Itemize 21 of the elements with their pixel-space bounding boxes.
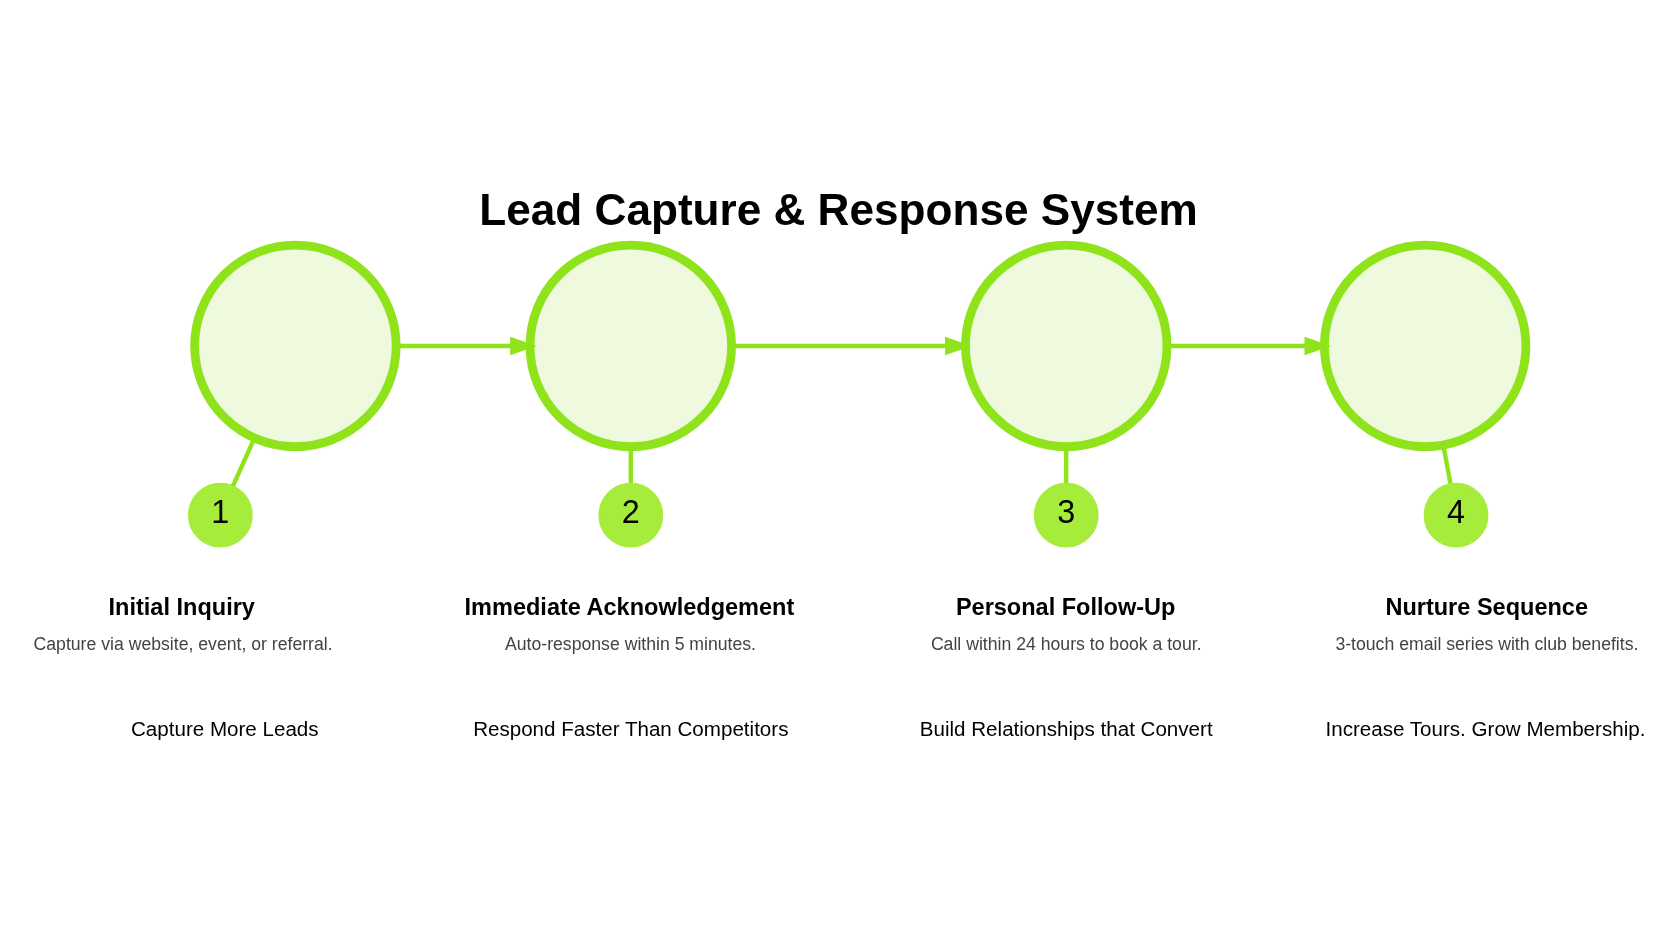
node-label: 3-touch email series with club benefits. — [1335, 633, 1639, 654]
node-circle: 1 — [188, 482, 253, 547]
node-label: Call within 24 hours to book a tour. — [930, 633, 1202, 654]
label: Respond Faster Than Competitors — [473, 716, 789, 740]
node-circle — [1319, 240, 1531, 451]
node-circle — [190, 240, 401, 451]
node-circle — [525, 240, 736, 451]
label: Build Relationships that Convert — [919, 716, 1213, 740]
node-label: Initial Inquiry — [108, 593, 255, 620]
node-label: Auto-response within 5 minutes. — [505, 633, 757, 654]
label: Capture More Leads — [130, 716, 319, 740]
node-label: Immediate Acknowledgement — [464, 593, 795, 620]
diagram-title: Lead Capture & Response System — [479, 184, 1198, 234]
node-circle: 2 — [598, 482, 664, 547]
node-label: Nurture Sequence — [1385, 593, 1588, 620]
node-circle: 4 — [1423, 482, 1489, 547]
node-circle — [961, 240, 1172, 451]
label: Increase Tours. Grow Membership. — [1325, 716, 1646, 740]
node-label: Personal Follow-Up — [955, 593, 1176, 620]
node-circle: 3 — [1033, 482, 1099, 547]
node-label: Capture via website, event, or referral. — [33, 633, 333, 654]
